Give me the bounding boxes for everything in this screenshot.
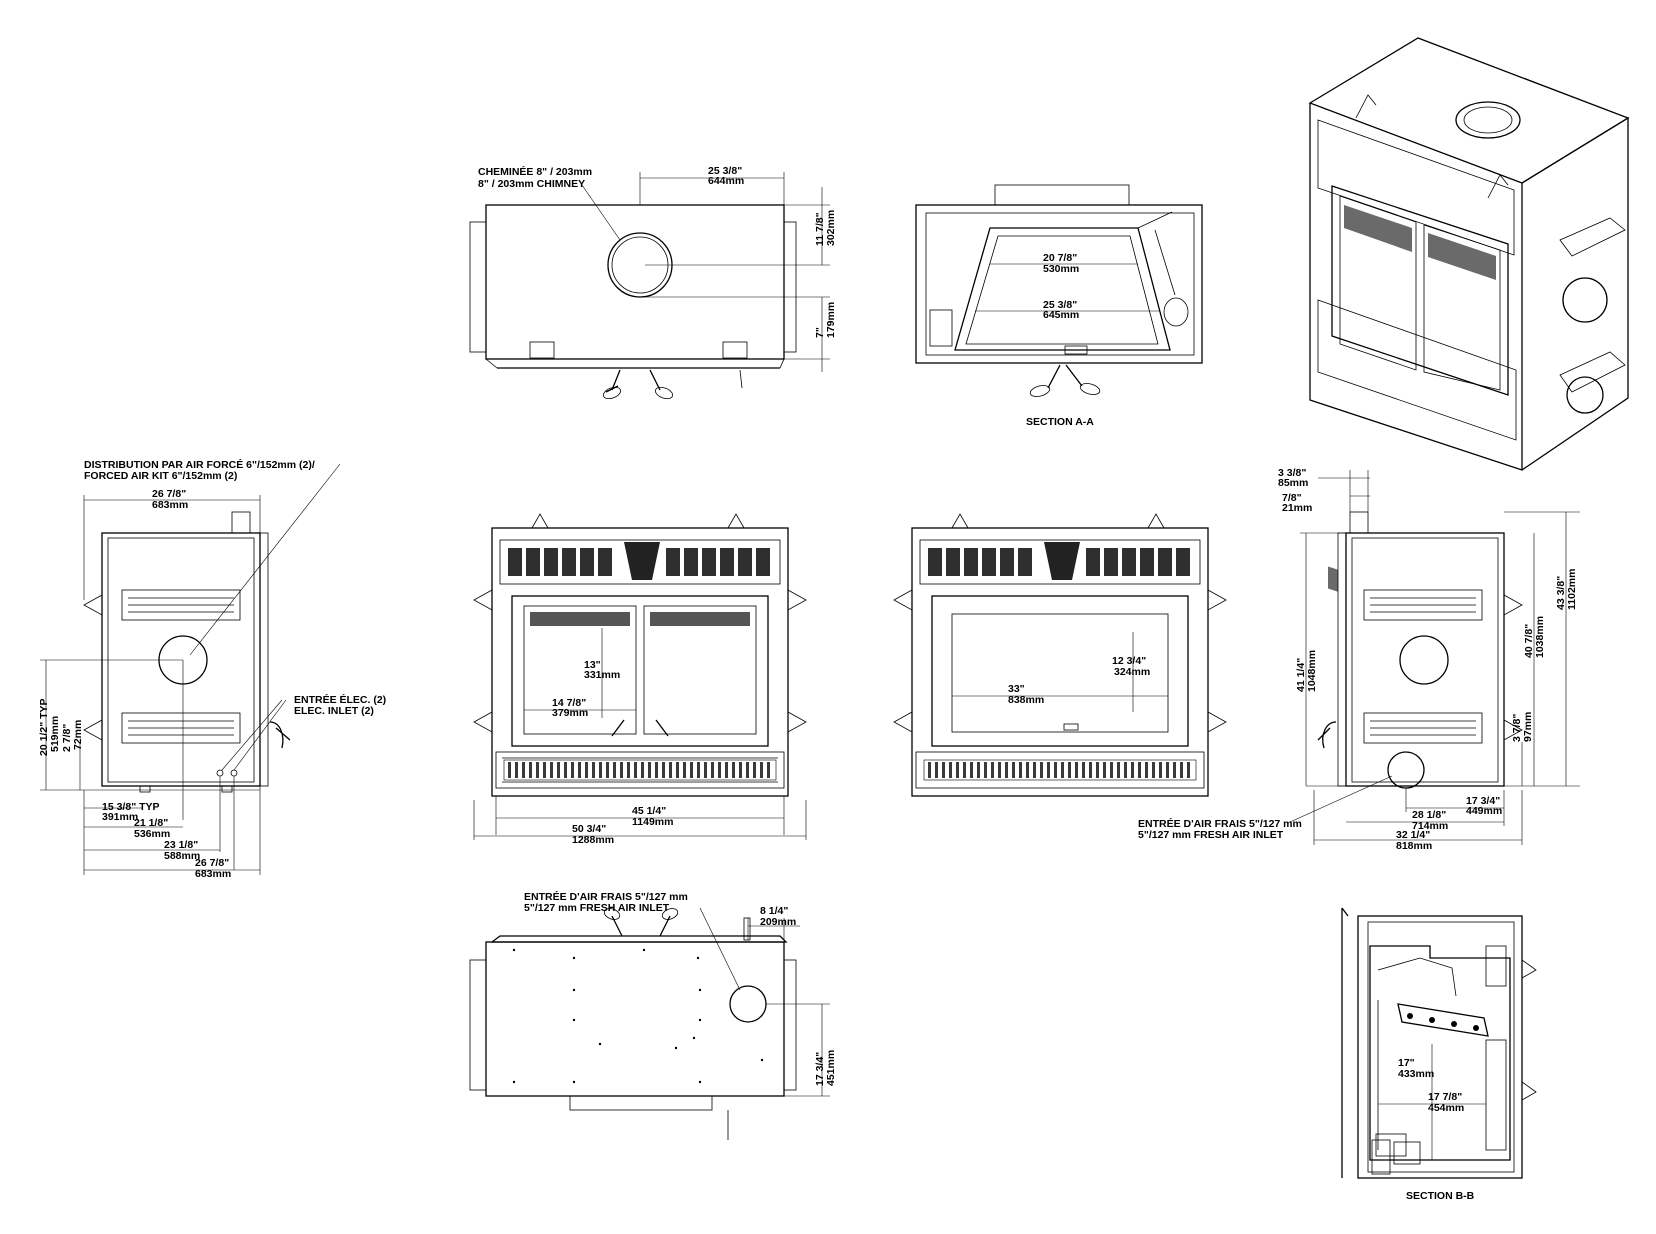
aa-dim-mid-mm: 645mm: [1043, 309, 1079, 321]
right-dim-b1-mm: 449mm: [1466, 805, 1502, 817]
section-bb-title: SECTION B-B: [1406, 1190, 1475, 1202]
front-dim-b1-mm: 1149mm: [632, 816, 673, 828]
top-dim-depth2-mm: 179mm: [825, 302, 837, 338]
chimney-label-en: 8" / 203mm CHIMNEY: [478, 178, 585, 190]
right-dim-b3-mm: 818mm: [1396, 840, 1432, 852]
right-dim-v1-in: 41 1/4": [1295, 658, 1307, 692]
left-dim-v1-mm: 519mm: [49, 716, 61, 752]
left-dim-b2-mm: 536mm: [134, 828, 170, 840]
right-dim-t2-mm: 21mm: [1282, 502, 1312, 514]
bottom-view: ENTRÉE D'AIR FRAIS 5"/127 mm 5"/127 mm F…: [469, 890, 837, 1140]
left-dim-b2-in: 21 1/8": [134, 817, 168, 829]
bb-dim-w-in: 17 7/8": [1428, 1091, 1462, 1103]
isometric-view: [1308, 37, 1630, 592]
left-dim-top-in: 26 7/8": [152, 488, 186, 500]
bb-dim-h-mm: 433mm: [1398, 1068, 1434, 1080]
right-dim-b3-in: 32 1/4": [1396, 829, 1430, 841]
right-dim-b1-in: 17 3/4": [1466, 795, 1500, 807]
forced-air-label-en: FORCED AIR KIT 6"/152mm (2): [84, 470, 237, 482]
left-dim-b3-mm: 588mm: [164, 850, 200, 862]
open-dim-w-in: 33": [1008, 683, 1025, 695]
right-dim-v4-in: 3 7/8": [1511, 714, 1523, 742]
bottom-dim-t-mm: 209mm: [760, 916, 796, 928]
bottom-dim-v-mm: 451mm: [825, 1050, 837, 1086]
bottom-dim-t-in: 8 1/4": [760, 905, 788, 917]
right-dim-v1-mm: 1048mm: [1306, 650, 1318, 692]
aa-dim-top-mm: 530mm: [1043, 263, 1079, 275]
left-side-view: DISTRIBUTION PAR AIR FORCÉ 6"/152mm (2)/…: [38, 458, 386, 880]
left-dim-b4-mm: 683mm: [195, 868, 231, 880]
top-dim-width-in: 25 3/8": [708, 165, 742, 177]
right-dim-v3-in: 43 3/8": [1555, 576, 1567, 610]
left-dim-b1-in: 15 3/8" TYP: [102, 801, 160, 813]
top-dim-depth1-in: 11 7/8": [814, 212, 826, 246]
elec-inlet-label-en: ELEC. INLET (2): [294, 705, 374, 717]
section-aa-title: SECTION A-A: [1026, 416, 1094, 428]
front-dim-w-in: 14 7/8": [552, 697, 586, 709]
right-fresh-air-label-fr: ENTRÉE D'AIR FRAIS 5"/127 mm: [1138, 817, 1302, 830]
left-dim-v2-in: 2 7/8": [61, 724, 73, 752]
right-side-view: 3 3/8" 85mm 7/8" 21mm 41 1/4" 1048mm 40 …: [1138, 467, 1580, 852]
front-dim-b1-in: 45 1/4": [632, 805, 666, 817]
top-view: CHEMINÉE 8" / 203mm 8" / 203mm CHIMNEY 2…: [469, 165, 837, 400]
front-dim-b2-mm: 1288mm: [572, 834, 614, 846]
right-dim-v2-in: 40 7/8": [1523, 624, 1535, 658]
right-dim-v2-mm: 1038mm: [1534, 616, 1546, 658]
front-open-view: 12 3/4" 324mm 33" 838mm: [893, 513, 1227, 797]
front-dim-h-in: 13": [584, 659, 601, 671]
left-dim-b4-in: 26 7/8": [195, 857, 229, 869]
open-dim-h-in: 12 3/4": [1112, 655, 1146, 667]
right-dim-t1-mm: 85mm: [1278, 477, 1308, 489]
aa-dim-mid-in: 25 3/8": [1043, 299, 1077, 311]
right-dim-b2-in: 28 1/8": [1412, 809, 1446, 821]
left-dim-b3-in: 23 1/8": [164, 839, 198, 851]
right-dim-v4-mm: 97mm: [1522, 712, 1534, 742]
aa-dim-top-in: 20 7/8": [1043, 252, 1077, 264]
left-dim-v1-in: 20 1/2" TYP: [38, 698, 50, 756]
right-dim-v3-mm: 1102mm: [1566, 569, 1578, 610]
right-fresh-air-label-en: 5"/127 mm FRESH AIR INLET: [1138, 829, 1284, 841]
forced-air-label-fr: DISTRIBUTION PAR AIR FORCÉ 6"/152mm (2)/: [84, 458, 315, 471]
bottom-fresh-air-label-en: 5"/127 mm FRESH AIR INLET: [524, 902, 670, 914]
open-dim-w-mm: 838mm: [1008, 694, 1044, 706]
chimney-label-fr: CHEMINÉE 8" / 203mm: [478, 165, 592, 178]
front-dim-b2-in: 50 3/4": [572, 823, 606, 835]
bottom-dim-v-in: 17 3/4": [814, 1052, 826, 1086]
front-view: 13" 331mm 14 7/8" 379mm 45 1/4" 1149mm 5…: [473, 513, 807, 846]
bottom-fresh-air-label-fr: ENTRÉE D'AIR FRAIS 5"/127 mm: [524, 890, 688, 903]
left-dim-top-mm: 683mm: [152, 499, 188, 511]
top-dim-depth1-mm: 302mm: [825, 210, 837, 246]
left-dim-v2-mm: 72mm: [72, 720, 84, 750]
bb-dim-h-in: 17": [1398, 1057, 1415, 1069]
section-aa: 20 7/8" 530mm 25 3/8" 645mm SECTION A-A: [915, 184, 1203, 428]
bb-dim-w-mm: 454mm: [1428, 1102, 1464, 1114]
top-dim-depth2-in: 7": [814, 327, 826, 338]
right-dim-t2-in: 7/8": [1282, 492, 1302, 504]
section-bb: 17" 433mm 17 7/8" 454mm SECTION B-B: [1341, 907, 1537, 1202]
right-dim-b2-mm: 714mm: [1412, 820, 1448, 832]
front-dim-h-mm: 331mm: [584, 669, 620, 681]
right-dim-t1-in: 3 3/8": [1278, 467, 1306, 479]
top-dim-width-mm: 644mm: [708, 175, 744, 187]
front-dim-w-mm: 379mm: [552, 707, 588, 719]
left-dim-b1-mm: 391mm: [102, 811, 138, 823]
elec-inlet-label-fr: ENTRÉE ÉLEC. (2): [294, 693, 386, 706]
open-dim-h-mm: 324mm: [1114, 666, 1150, 678]
